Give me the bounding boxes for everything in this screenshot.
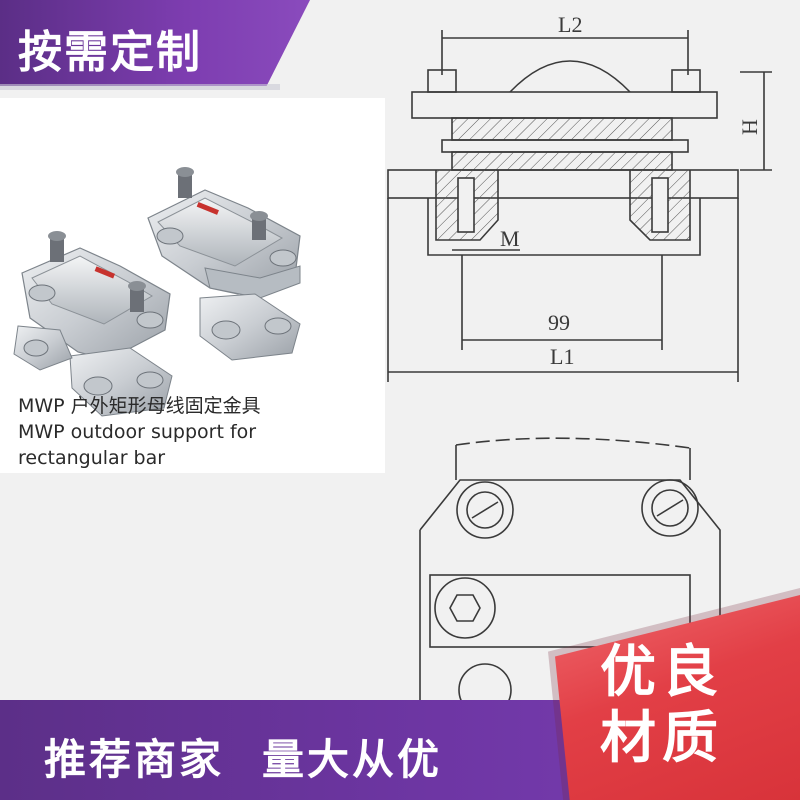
- dim-l1-label: L1: [550, 344, 574, 369]
- caption-line-en-1: MWP outdoor support for: [18, 421, 257, 443]
- bolt-head-left: [434, 577, 496, 639]
- dim-m-label: M: [500, 226, 520, 251]
- dim-l2-label: L2: [558, 12, 582, 37]
- plan-view-outline: [419, 479, 721, 700]
- plan-view-top: [455, 437, 691, 449]
- top-plate: [411, 91, 718, 119]
- bolt-hole-tl: [456, 481, 514, 539]
- busbar-section: [451, 117, 673, 141]
- product-caption: MWP 户外矩形母线固定金具 MWP outdoor support for r…: [18, 393, 378, 471]
- product-photo: [0, 98, 385, 473]
- tag-label: 按需定制: [18, 27, 202, 78]
- dim-99-label: 99: [548, 310, 570, 335]
- fitting-upper: [147, 167, 301, 361]
- caption-line-cn: MWP 户外矩形母线固定金具: [18, 395, 261, 417]
- base-plate: [387, 169, 739, 199]
- badge-line-2: 材质: [600, 706, 724, 771]
- badge-line-1: 优良: [600, 640, 724, 705]
- product-photo-image: [0, 98, 385, 473]
- tag-banner-stripe: [0, 84, 280, 90]
- dim-h-label: H: [737, 119, 762, 135]
- slogan-bulk-discount: 量大从优: [262, 735, 443, 784]
- tag-banner: [0, 0, 310, 86]
- fitting-lower: [13, 231, 173, 417]
- quality-badge-text: 优良 材质: [600, 640, 724, 772]
- slogan-recommended: 推荐商家: [44, 735, 225, 784]
- footer-slogan: 推荐商家量大从优: [44, 726, 442, 787]
- caption-line-en-2: rectangular bar: [18, 447, 166, 469]
- bolt-hole-tr: [641, 479, 699, 537]
- dome: [509, 60, 631, 93]
- technical-drawing: L2 H M 99 L1: [387, 12, 772, 700]
